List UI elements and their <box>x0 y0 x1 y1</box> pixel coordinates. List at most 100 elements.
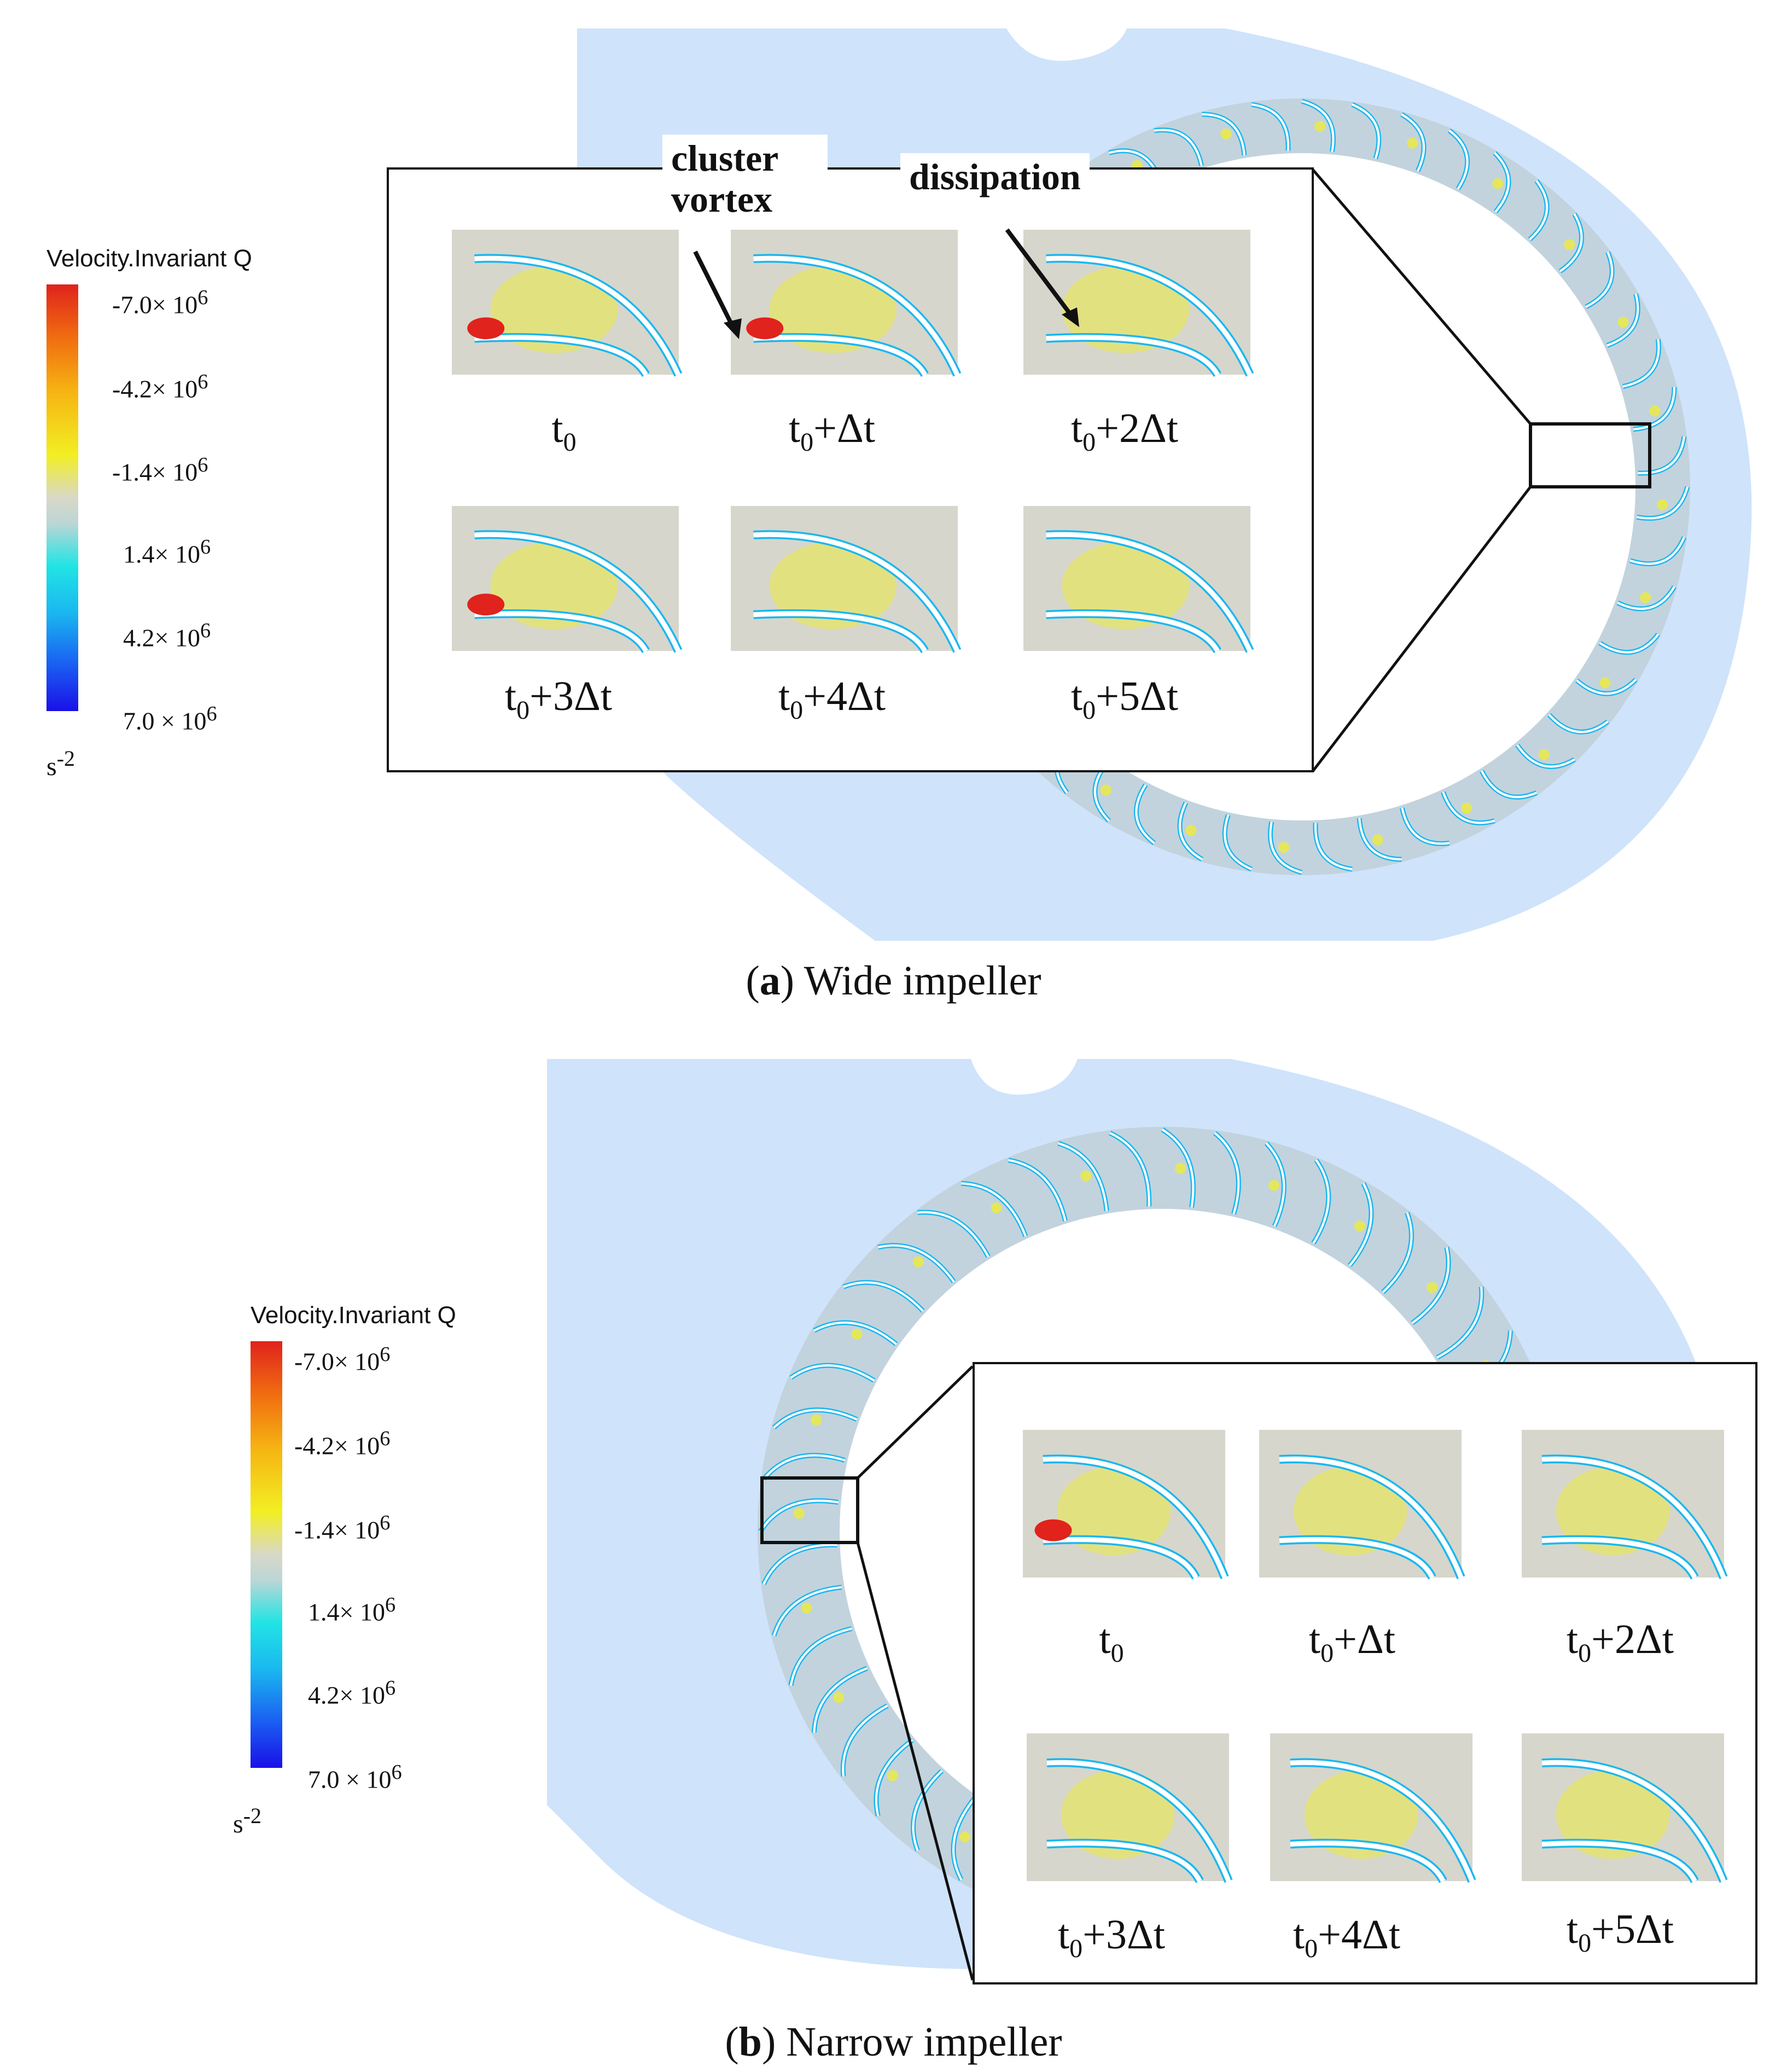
q-field-thumbnail <box>1027 1733 1229 1881</box>
callout-dissipation: dissipation <box>900 153 1090 201</box>
zoom-line-bottom <box>856 1542 974 1981</box>
vortex-spot <box>1268 1180 1280 1191</box>
blade-highlight <box>1214 1132 1240 1215</box>
blade-highlight <box>1202 113 1245 156</box>
vortex-spot <box>1314 120 1325 132</box>
blade-highlight <box>813 1322 897 1345</box>
blade-highlight <box>1516 744 1575 768</box>
vortex-spot <box>1461 802 1472 814</box>
vortex-spot <box>1617 316 1629 328</box>
blade-highlight <box>1401 113 1425 172</box>
vortex-spot <box>1175 1162 1186 1174</box>
blade-highlight <box>877 1244 955 1283</box>
zoom-line-top <box>1312 168 1532 425</box>
blade-highlight <box>1401 807 1450 845</box>
blade-highlight <box>1576 679 1637 695</box>
blade <box>474 532 681 652</box>
legend-tick: 4.2× 106 <box>123 619 211 652</box>
q-region <box>1062 266 1189 353</box>
vortex-spot <box>851 1329 863 1340</box>
legend-tick: -4.2× 106 <box>294 1427 391 1460</box>
blade-highlight <box>1606 293 1639 347</box>
legend-tick: 4.2× 106 <box>308 1677 396 1709</box>
blade-highlight <box>1622 339 1660 388</box>
blade <box>1046 1760 1231 1882</box>
cluster-vortex-spot <box>746 317 784 340</box>
blade <box>1541 1841 1697 1883</box>
time-label-t1: t0+Δt <box>1309 1616 1395 1668</box>
blade-highlight <box>1358 818 1402 860</box>
blade <box>1046 1841 1202 1883</box>
time-label-t5: t0+5Δt <box>1071 673 1178 725</box>
blade-highlight <box>813 1667 868 1733</box>
blade-highlight <box>773 1409 858 1429</box>
inset-thumbnails <box>1023 1430 1728 1883</box>
blade-highlight <box>1448 130 1469 190</box>
vortex-spot <box>1649 405 1661 417</box>
time-label-t3: t0+3Δt <box>1058 1912 1165 1964</box>
blade-highlight <box>1178 802 1203 860</box>
panel-wide-impeller: Velocity.Invariant Q -7.0× 106 -4.2× 106… <box>46 28 1752 1004</box>
q-region <box>769 542 897 630</box>
vortex-spot <box>801 1602 812 1614</box>
legend-tick: 1.4× 106 <box>123 536 211 568</box>
vortex-spot <box>959 1831 971 1843</box>
zoom-line-top <box>857 1365 974 1479</box>
vortex-spot <box>912 1256 924 1267</box>
vortex-spot <box>1372 834 1383 846</box>
vortex-spot <box>1407 137 1418 149</box>
legend-title: Velocity.Invariant Q <box>251 1302 456 1329</box>
blade <box>1541 1456 1726 1579</box>
zoom-region-box <box>1529 422 1651 488</box>
blade <box>753 611 927 653</box>
vortex-spot <box>811 1414 822 1425</box>
time-label-t3: t0+3Δt <box>505 673 612 725</box>
blade <box>753 255 960 376</box>
blade-highlight <box>1135 784 1155 844</box>
colorbar <box>46 284 78 711</box>
q-field-thumbnail <box>1522 1430 1724 1578</box>
vortex-spot <box>1640 592 1651 603</box>
legend-tick: -7.0× 106 <box>112 286 208 319</box>
blade-highlight <box>1161 1128 1195 1208</box>
vortex-spot <box>1599 677 1611 689</box>
q-field-thumbnail <box>1522 1733 1724 1881</box>
vortex-spot <box>1080 1170 1092 1181</box>
q-field-thumbnail <box>1023 506 1250 651</box>
blade-highlight <box>1154 129 1203 166</box>
blade <box>474 335 648 376</box>
blade-highlight <box>1352 103 1380 159</box>
arrow-cluster-vortex <box>693 251 736 329</box>
blade <box>1046 532 1253 652</box>
blade-highlight <box>1314 823 1353 870</box>
blade-highlight <box>1629 537 1685 565</box>
blade <box>1290 1760 1475 1882</box>
vortex-spot <box>887 1770 898 1782</box>
blade-highlight <box>961 1182 1027 1237</box>
blade-highlight <box>1617 586 1675 610</box>
caption-b: (b) Narrow impeller <box>725 2019 1062 2065</box>
blade-highlight <box>759 1499 839 1533</box>
blade-highlight <box>1548 714 1609 734</box>
q-region <box>769 266 897 353</box>
q-region <box>490 266 618 353</box>
blade-highlight <box>1251 103 1289 151</box>
zoom-inset: cluster vortex dissipation t0 t0+Δt t0+2… <box>387 135 1314 772</box>
blade-highlight <box>875 1739 913 1817</box>
q-field-thumbnail <box>731 506 958 651</box>
blade-highlight <box>762 1454 846 1480</box>
blade-highlight <box>1008 1159 1067 1221</box>
blade-highlight <box>1269 822 1302 874</box>
time-label-t0: t0 <box>551 405 577 457</box>
time-label-t1: t0+Δt <box>789 405 875 457</box>
blade-highlight <box>1599 633 1659 654</box>
blade <box>474 611 648 653</box>
arrow-dissipation <box>1005 228 1075 319</box>
blade-highlight <box>1638 436 1685 474</box>
blade-highlight <box>1265 1142 1285 1227</box>
vortex-spot <box>1185 825 1197 836</box>
legend-tick: -7.0× 106 <box>294 1343 391 1376</box>
time-label-t0: t0 <box>1099 1616 1124 1668</box>
blade <box>1043 1537 1198 1579</box>
q-region <box>1304 1770 1418 1859</box>
